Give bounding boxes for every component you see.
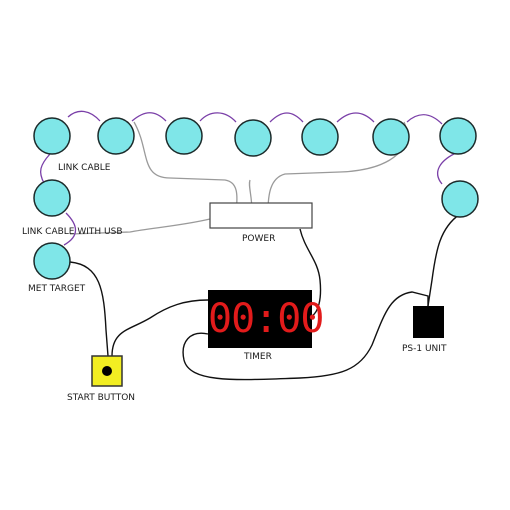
timer-display: 00:00 — [208, 290, 324, 348]
target-6[interactable] — [372, 118, 410, 156]
wire-power-to-timer — [299, 228, 322, 317]
target-9[interactable] — [33, 179, 71, 217]
target-3[interactable] — [165, 117, 203, 155]
target-8[interactable] — [441, 180, 479, 218]
link-2-3 — [131, 112, 167, 122]
targets — [33, 117, 479, 280]
link-3-4 — [199, 112, 237, 123]
ps1-unit-box — [413, 306, 444, 338]
target-7[interactable] — [439, 117, 477, 155]
power-label: POWER — [242, 234, 276, 244]
wire-ps1-to-target — [427, 213, 461, 307]
power-strip — [209, 202, 313, 229]
link-5-6 — [336, 112, 375, 123]
target-10[interactable] — [33, 242, 71, 280]
start-button[interactable] — [91, 355, 123, 387]
timer-digits: 00:00 — [208, 296, 324, 342]
link-cable-label: LINK CABLE — [58, 163, 111, 173]
start-button-dot-icon — [102, 366, 112, 376]
wire-timer-loop-ps1 — [182, 291, 429, 381]
power-cable-1 — [133, 121, 238, 213]
link-1-9 — [39, 153, 51, 184]
target-5[interactable] — [301, 118, 339, 156]
target-1[interactable] — [33, 117, 71, 155]
target-2[interactable] — [97, 117, 135, 155]
timer-label: TIMER — [244, 352, 272, 362]
ps1-unit-label: PS-1 UNIT — [402, 344, 447, 354]
power-cable-usb — [69, 218, 211, 235]
link-6-7 — [406, 114, 443, 125]
signal-wires — [69, 213, 461, 381]
target-4[interactable] — [234, 119, 272, 157]
wire-button-to-timer — [111, 299, 209, 357]
wire-target-to-button — [69, 261, 109, 357]
link-1-2 — [67, 110, 101, 122]
link-7-8 — [437, 151, 459, 185]
link-9-10 — [63, 212, 77, 246]
met-target-label: MET TARGET — [28, 284, 86, 294]
link-cable-usb-label: LINK CABLE WITH USB — [22, 227, 123, 237]
start-button-label: START BUTTON — [67, 393, 136, 403]
link-4-5 — [269, 112, 304, 123]
